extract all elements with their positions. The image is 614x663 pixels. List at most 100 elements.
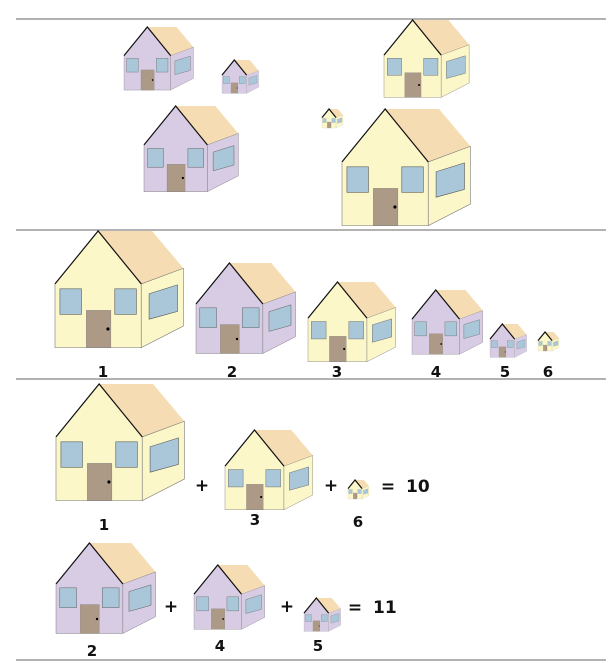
scatter-house-purple-2-door-knob [236, 87, 238, 89]
equation-2-house-4-door-knob [222, 618, 225, 620]
ranked-house-3-window-left [311, 321, 327, 340]
ranked-house-6-window-left [538, 341, 543, 346]
ranked-house-2-roof [229, 263, 296, 305]
equation-2-house-2-window-right [102, 587, 120, 608]
scatter-house-yellow-3-roof-edge [341, 108, 429, 163]
rank-label-3: 3 [332, 363, 342, 381]
ranked-house-4-roof-edge [411, 289, 460, 320]
equation-1-house-1-roof [99, 384, 185, 437]
scatter-house-purple-2-window-right [238, 76, 246, 84]
scatter-house-yellow-2-window-side [337, 117, 343, 124]
scatter-house-purple-2-roof-edge [221, 59, 248, 76]
ranked-house-4-window-left [414, 321, 427, 337]
equation-1-house-3-window-left [228, 469, 244, 488]
equation-1-term-1: 1 [99, 516, 109, 534]
equation-2-house-5-roof-edge [303, 597, 330, 614]
scatter-house-purple-3-roof-edge [143, 105, 208, 146]
equation-2-house-4-door [211, 608, 225, 630]
scatter-house-yellow-3 [341, 108, 471, 227]
equation-1-house-1-window-right [115, 441, 138, 468]
rank-label-4: 4 [431, 363, 441, 381]
ranked-house-2-door [220, 324, 240, 354]
scatter-house-yellow-3-window-left [346, 166, 369, 193]
ranked-house-1-window-side [148, 284, 178, 320]
ranked-house-4 [411, 289, 483, 355]
ranked-house-5-door [498, 346, 507, 358]
equation-1-house-3-door-knob [260, 495, 263, 499]
rank-label-1: 1 [98, 363, 108, 381]
equation-2-house-2-door-knob [95, 617, 99, 621]
scatter-house-purple-1-window-left [126, 58, 139, 73]
scatter-house-purple-3-window-side [212, 145, 235, 172]
ranked-house-6-window-right [547, 341, 552, 346]
scatter-house-purple-3-window-left [147, 148, 164, 168]
ranked-house-5-roof [502, 324, 527, 340]
equation-1-house-6-window-left [348, 489, 353, 494]
ranked-house-6-door-knob [546, 347, 547, 349]
equation-1-house-3-door [246, 484, 264, 510]
ranked-house-3-window-right [348, 321, 364, 340]
equation-1-house-1-window-side [149, 437, 179, 473]
scatter-house-purple-1-window-right [156, 58, 169, 73]
ranked-house-3 [307, 281, 396, 363]
ranked-house-1-door-knob [106, 327, 110, 331]
equation-2-house-4-window-left [196, 596, 209, 612]
ranked-house-2-roof-edge [195, 262, 264, 305]
equation-2-house-2-window-left [59, 587, 77, 608]
ranked-house-1-window-right [114, 288, 137, 315]
ranked-house-3-roof [337, 282, 396, 319]
equation-2-house-2-roof [89, 543, 156, 585]
equation-1-plus-2: + [324, 476, 338, 496]
scatter-house-yellow-1-door [404, 72, 422, 98]
scatter-house-yellow-2-roof-edge [321, 108, 337, 119]
scatter-house-yellow-1-window-right [423, 58, 439, 76]
equation-2-house-4 [193, 564, 265, 630]
scatter-house-purple-1-window-side [174, 55, 191, 75]
equation-2-house-2-window-side [128, 584, 152, 612]
equation-2-house-2 [55, 542, 156, 634]
equation-1-house-6-door-knob [356, 495, 357, 497]
ranked-house-1-roof [98, 231, 184, 284]
equation-1-plus-1: + [195, 476, 209, 496]
ranked-house-5 [489, 323, 527, 358]
equation-2-house-5-door [312, 620, 321, 632]
equation-1-house-3 [224, 429, 313, 511]
scatter-house-yellow-2-door [327, 121, 332, 129]
scatter-house-yellow-2-window-right [331, 118, 336, 123]
ranked-house-1-roof-edge [54, 230, 142, 285]
equation-2-plus-2: + [280, 597, 294, 617]
scatter-house-yellow-2-window-left [322, 118, 327, 123]
equation-2-plus-1: + [164, 597, 178, 617]
equation-2-house-5-window-left [305, 614, 312, 622]
ranked-house-6-roof-edge [537, 331, 553, 342]
equation-2-house-5-window-side [330, 613, 340, 624]
ranked-house-6-roof [545, 332, 559, 341]
scatter-house-yellow-3-door-knob [393, 205, 397, 209]
scatter-house-purple-3 [143, 105, 239, 193]
equation-1-house-1-door-knob [107, 480, 111, 484]
equation-2-term-1: 2 [87, 642, 97, 660]
scatter-house-yellow-2 [321, 108, 344, 129]
equation-1-house-6 [347, 479, 370, 500]
scatter-house-yellow-2-door-knob [330, 124, 331, 126]
equation-1-house-1 [55, 383, 185, 502]
equation-1-house-6-roof-edge [347, 479, 363, 490]
equation-1-house-6-roof [355, 480, 369, 489]
ranked-house-5-window-right [506, 340, 514, 348]
ranked-house-2-window-left [199, 307, 217, 328]
equation-2-house-5-roof [316, 598, 341, 614]
equation-1-house-6-window-right [357, 489, 362, 494]
ranked-house-6-door [543, 344, 548, 352]
ranked-house-3-window-side [372, 318, 392, 343]
rank-label-5: 5 [500, 363, 510, 381]
houses-layer [54, 19, 560, 634]
equation-2-house-4-window-right [226, 596, 239, 612]
scatter-house-purple-1-roof [147, 27, 194, 56]
scatter-house-purple-2-roof [234, 60, 259, 76]
equation-1-house-3-window-right [265, 469, 281, 488]
ranked-house-6-window-side [553, 340, 559, 347]
equation-2-house-5-door-knob [318, 625, 320, 627]
ranked-house-6 [537, 331, 560, 352]
equation-2-house-5-window-right [320, 614, 328, 622]
ranked-house-3-door-knob [343, 347, 346, 351]
